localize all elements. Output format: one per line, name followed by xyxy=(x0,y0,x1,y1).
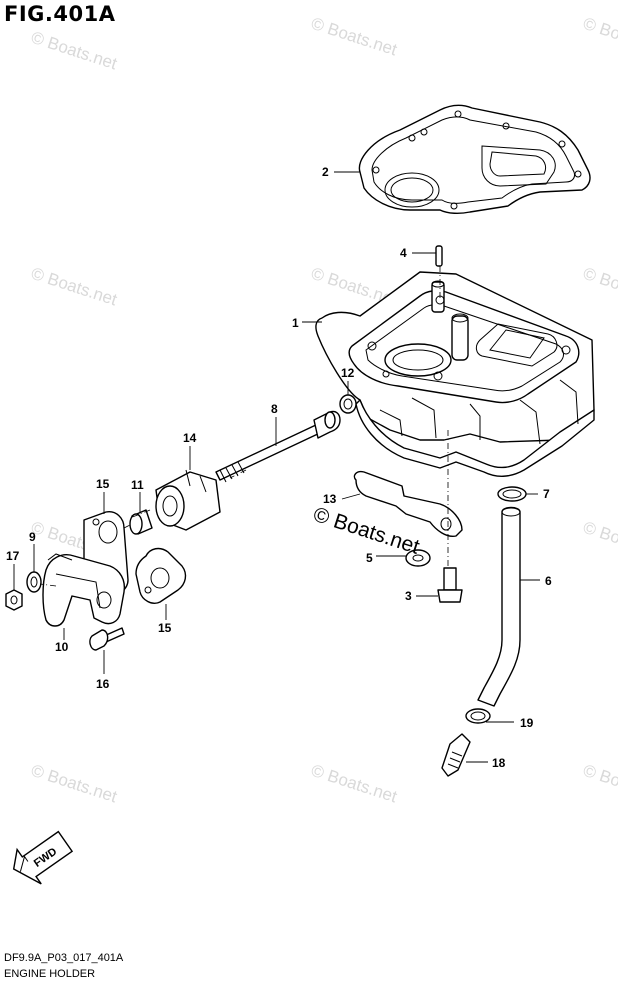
callout-15-upper: 15 xyxy=(96,477,110,491)
callout-19: 19 xyxy=(520,716,534,730)
callout-1: 1 xyxy=(292,316,299,330)
watermark: © Boats.net xyxy=(581,761,618,807)
watermark: © Boats.net xyxy=(581,264,618,310)
mount-rubber-part-14 xyxy=(155,469,221,531)
watermark: © Boats.net xyxy=(309,14,400,60)
watermark: © Boats.net xyxy=(29,264,120,310)
bolt-part-3 xyxy=(437,567,463,603)
callout-16: 16 xyxy=(96,677,110,691)
figure-name: ENGINE HOLDER xyxy=(4,968,96,980)
callout-13: 13 xyxy=(323,492,337,506)
figure-code: DF9.9A_P03_017_401A xyxy=(4,952,124,964)
collar-part-11 xyxy=(129,509,153,535)
mount-plate-part-15-lower xyxy=(135,547,187,604)
lock-washer-part-9 xyxy=(26,571,42,593)
center-lines xyxy=(39,266,449,587)
gasket-part-2 xyxy=(358,104,591,215)
washer-part-5 xyxy=(405,549,431,567)
callout-17: 17 xyxy=(6,549,20,563)
callout-10: 10 xyxy=(55,640,69,654)
engine-holder-part-1 xyxy=(315,271,595,477)
callout-4: 4 xyxy=(400,246,407,260)
hose-fitting-part-18 xyxy=(441,733,471,777)
hose-part-6 xyxy=(477,506,521,707)
leader-lines xyxy=(13,171,540,763)
callout-15-lower: 15 xyxy=(158,621,172,635)
long-bolt-part-8 xyxy=(215,410,341,483)
callout-8: 8 xyxy=(271,402,278,416)
bolt-part-16 xyxy=(89,627,125,651)
watermark: © Boats.net xyxy=(309,761,400,807)
callout-14: 14 xyxy=(183,431,197,445)
watermark: © Boats.net xyxy=(581,518,618,564)
callout-6: 6 xyxy=(545,574,552,588)
callout-11: 11 xyxy=(131,478,144,492)
figure-title: FIG.401A xyxy=(4,2,116,26)
dowel-pin-part-4 xyxy=(435,245,443,267)
washer-part-12 xyxy=(339,394,357,414)
hose-clamp-part-19 xyxy=(465,708,491,724)
nut-part-17 xyxy=(5,589,23,611)
fwd-arrow-icon: FWD xyxy=(12,830,74,885)
bracket-part-10 xyxy=(42,553,126,627)
callout-labels: 1 2 3 4 5 6 7 8 9 10 11 12 13 14 15 15 1… xyxy=(6,165,552,770)
callout-3: 3 xyxy=(405,589,412,603)
callout-7: 7 xyxy=(543,487,550,501)
callout-2: 2 xyxy=(322,165,329,179)
callout-5: 5 xyxy=(366,551,373,565)
watermark: © Boats.net xyxy=(29,761,120,807)
hose-clamp-part-7 xyxy=(497,486,527,502)
callout-18: 18 xyxy=(492,756,506,770)
callout-12: 12 xyxy=(341,366,355,380)
watermark: © Boats.net xyxy=(581,14,618,60)
watermark: © Boats.net xyxy=(29,28,120,74)
clip-part-13 xyxy=(353,470,463,537)
callout-9: 9 xyxy=(29,530,36,544)
